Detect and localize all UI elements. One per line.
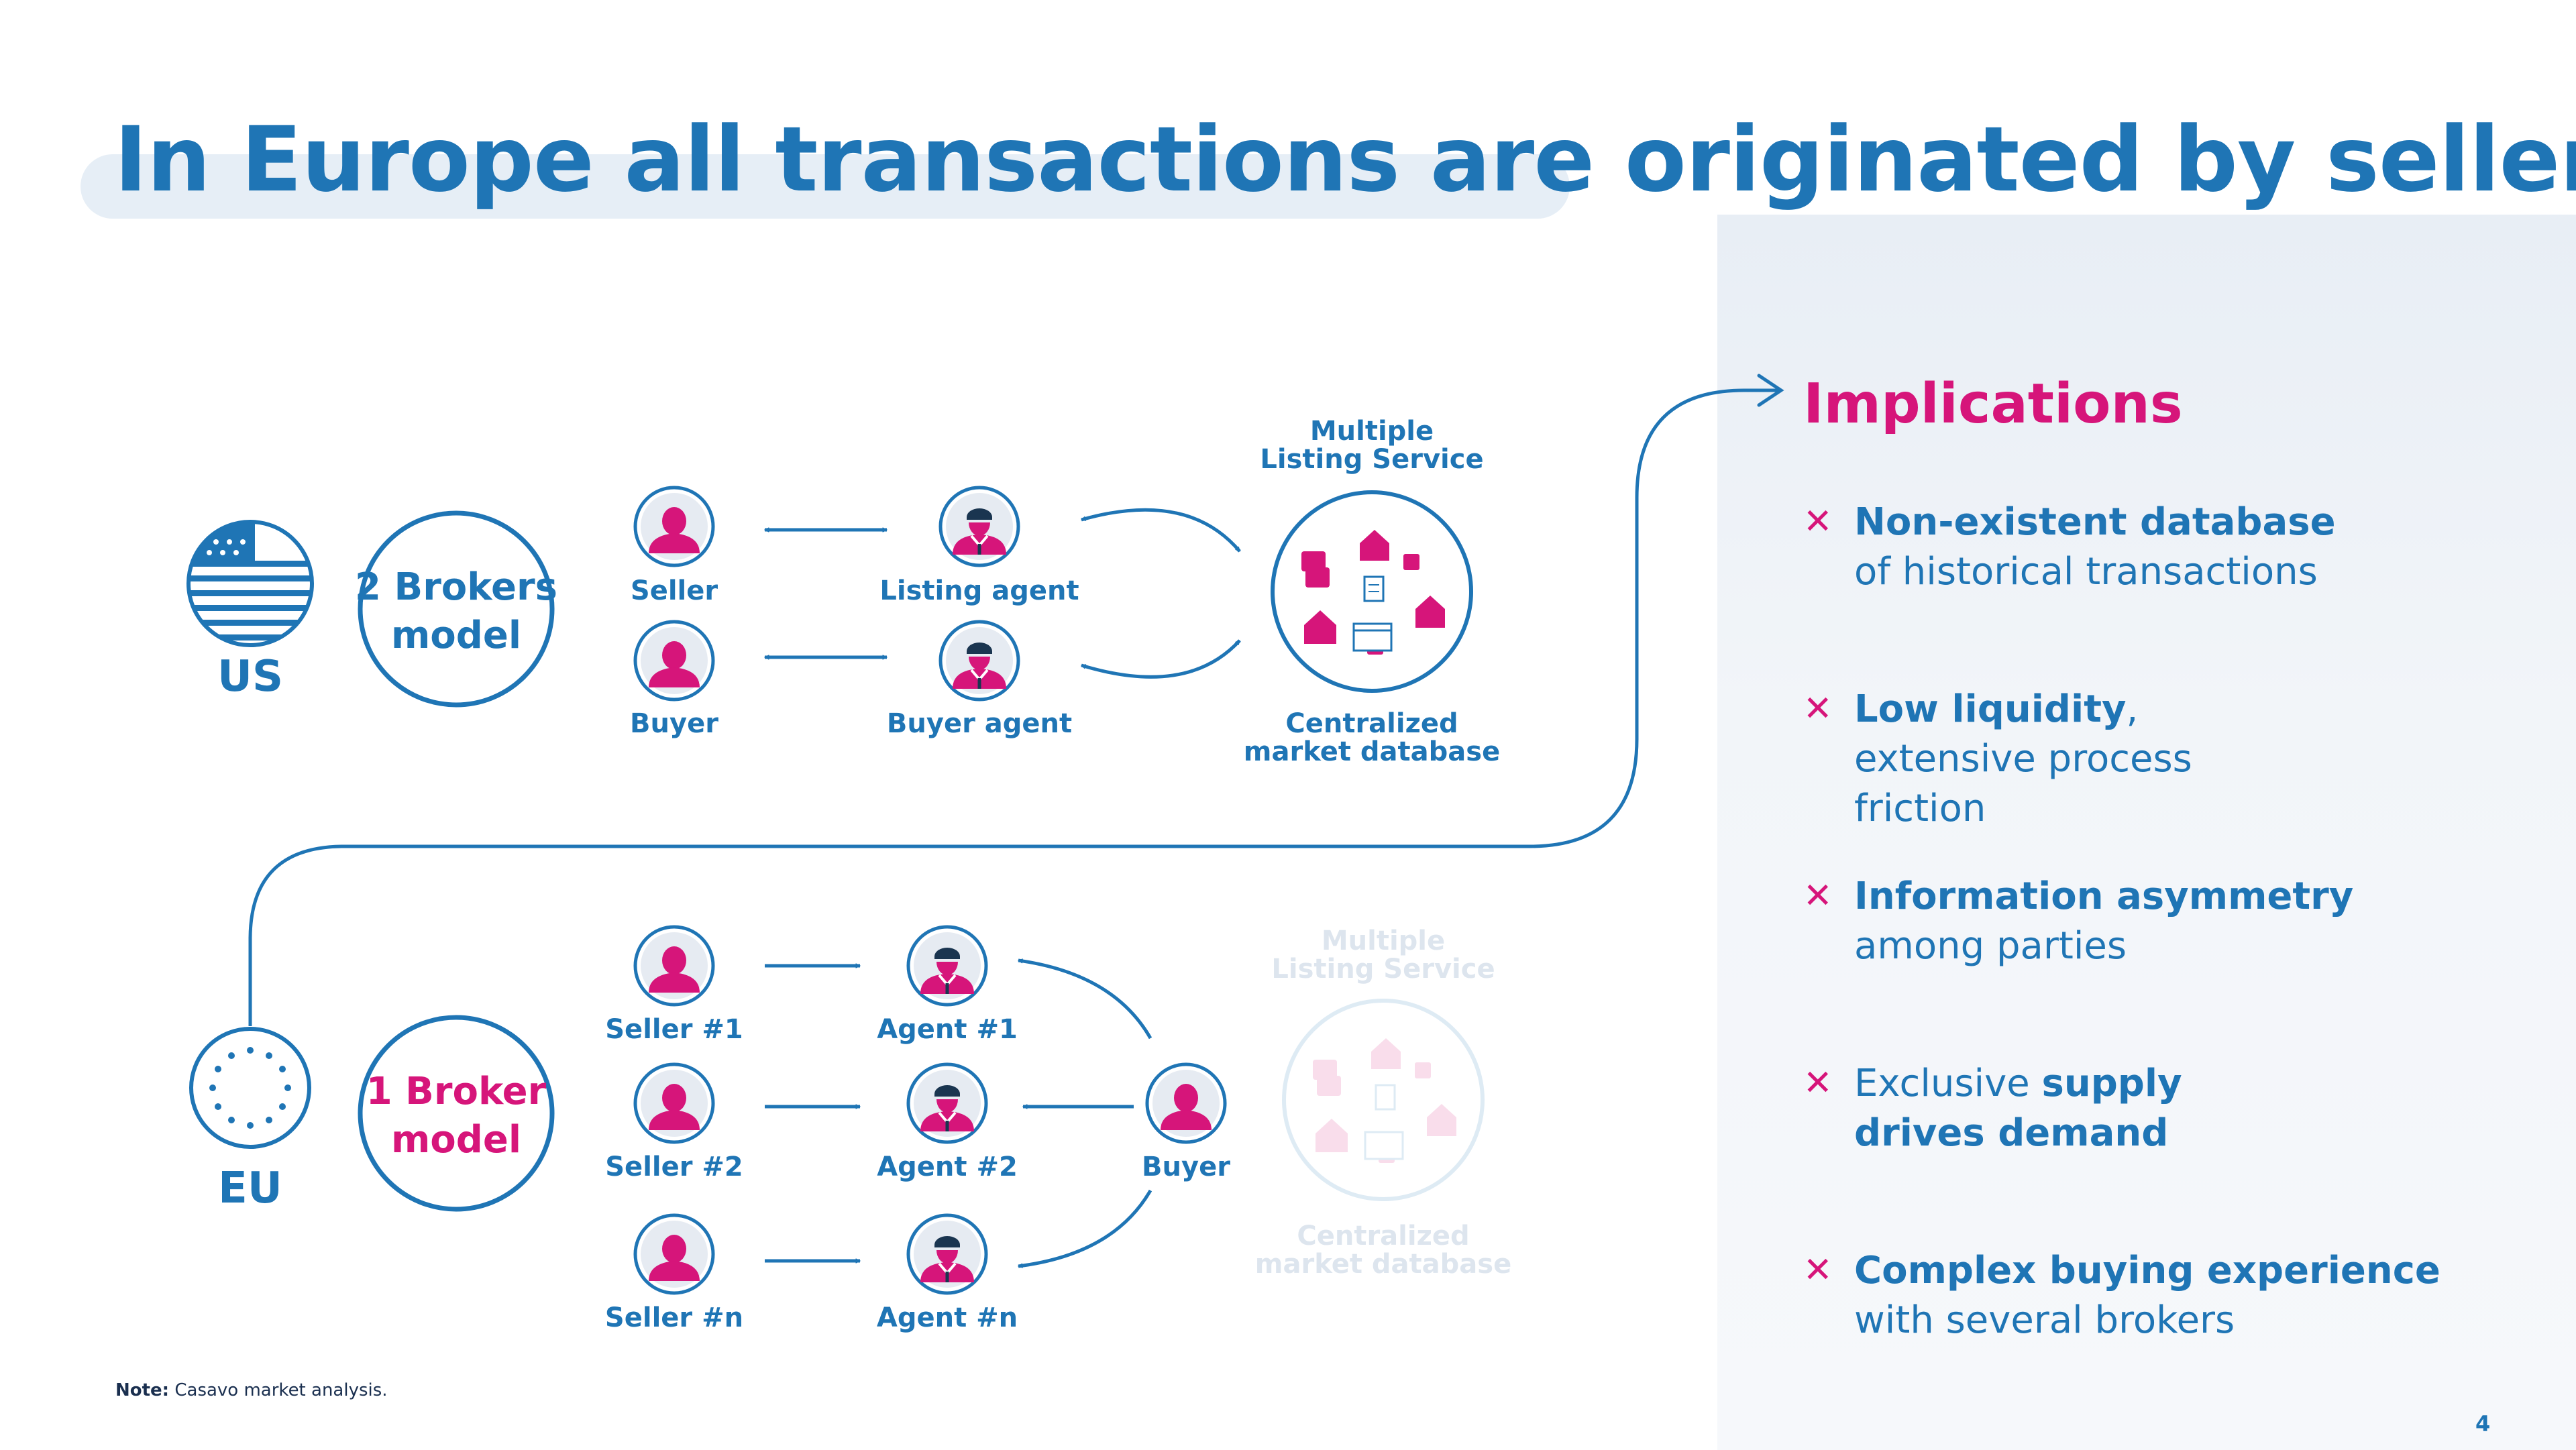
footnote: Note: Casavo market analysis. — [115, 1380, 388, 1400]
implication-text-4: Exclusive supply drives demand — [1854, 1059, 2324, 1158]
us-to-eu-connector — [248, 388, 1781, 1026]
mls-line-1: Multiple — [1309, 416, 1434, 447]
implications-panel — [1717, 215, 2576, 1450]
eu-mls-label: Multiple Listing Service — [1271, 927, 1495, 983]
buyer-agent-1-arrow — [1018, 960, 1152, 1040]
implication-bold-1: Non-existent database — [1854, 500, 2336, 544]
buyer-icon — [635, 622, 713, 700]
implication-text-1: Non-existent database of historical trans… — [1854, 498, 2336, 597]
mls-label: Multiple Listing Service — [1260, 417, 1483, 473]
seller-2-icon — [635, 1064, 713, 1142]
footnote-label: Note: — [115, 1380, 170, 1400]
listing-mls-arrow — [1081, 508, 1241, 553]
implication-rest-2: , extensive process friction — [1854, 687, 2192, 830]
agent-2-label: Agent #2 — [877, 1152, 1018, 1182]
eu-mls-line-2: Listing Service — [1271, 954, 1495, 985]
db-label: Centralized market database — [1244, 710, 1500, 766]
page-number: 4 — [2475, 1411, 2491, 1437]
buyer-agent-label: Buyer agent — [886, 708, 1073, 739]
cross-icon: ✕ — [1803, 502, 1833, 542]
implication-pre-4: Exclusive — [1854, 1062, 2042, 1105]
buyer-label: Buyer — [630, 708, 718, 739]
us-label: US — [217, 652, 284, 702]
eu-label: EU — [218, 1164, 282, 1213]
eu-db-line-2: market database — [1254, 1249, 1512, 1280]
buyer-agent-icon — [941, 622, 1018, 700]
agent-1-icon — [908, 927, 986, 1005]
seller-1-icon — [635, 927, 713, 1005]
seller-2-label: Seller #2 — [605, 1152, 743, 1182]
seller-1-label: Seller #1 — [605, 1014, 743, 1045]
eu-buyer-icon — [1147, 1064, 1225, 1142]
implication-rest-3: among parties — [1854, 924, 2127, 968]
listing-agent-label: Listing agent — [879, 575, 1079, 606]
eu-flag-icon — [189, 1027, 311, 1149]
eu-model-line-1: 1 Broker — [366, 1070, 547, 1113]
implication-text-3: Information asymmetry among parties — [1854, 872, 2353, 971]
implication-bold-2: Low liquidity — [1854, 687, 2127, 731]
listing-agent-icon — [941, 488, 1018, 565]
implication-rest-5: with several brokers — [1854, 1298, 2235, 1342]
db-line-1: Centralized — [1285, 708, 1458, 739]
seller-n-icon — [635, 1215, 713, 1293]
us-model-line-2: model — [390, 614, 522, 657]
cross-icon: ✕ — [1803, 689, 1833, 729]
implication-rest-1: of historical transactions — [1854, 550, 2318, 594]
mls-line-2: Listing Service — [1260, 444, 1484, 475]
seller-label: Seller — [630, 575, 718, 606]
mls-database-icon — [1271, 490, 1473, 693]
footnote-text: Casavo market analysis. — [174, 1380, 388, 1400]
slide-title: In Europe all transactions are originate… — [114, 107, 2576, 212]
implications-title: Implications — [1803, 372, 2183, 436]
eu-model-label: 1 Broker model — [366, 1068, 547, 1164]
cross-icon: ✕ — [1803, 1250, 1833, 1290]
seller-icon — [635, 488, 713, 565]
seller-n-label: Seller #n — [604, 1302, 744, 1333]
title-highlight — [80, 154, 1570, 219]
us-model-line-1: 2 Brokers — [355, 565, 557, 609]
connector-arrowhead — [1757, 374, 1784, 407]
eu-db-line-1: Centralized — [1297, 1221, 1470, 1251]
buyer-agent-n-arrow — [1018, 1189, 1152, 1266]
us-model-label: 2 Brokers model — [355, 563, 557, 660]
agent-1-label: Agent #1 — [877, 1014, 1018, 1045]
agent-n-label: Agent #n — [876, 1302, 1018, 1333]
implication-bold-5: Complex buying experience — [1854, 1249, 2440, 1292]
eu-mls-line-1: Multiple — [1321, 926, 1446, 956]
implication-text-2: Low liquidity, extensive process frictio… — [1854, 685, 2324, 834]
cross-icon: ✕ — [1803, 1063, 1833, 1103]
eu-mls-faded-icon — [1282, 999, 1485, 1201]
implication-bold-4: supply drives demand — [1854, 1062, 2182, 1155]
us-model-circle — [358, 510, 555, 708]
eu-buyer-label: Buyer — [1142, 1152, 1230, 1182]
agent-2-icon — [908, 1064, 986, 1142]
eu-model-circle — [358, 1015, 555, 1212]
agent-n-icon — [908, 1215, 986, 1293]
db-line-2: market database — [1243, 736, 1501, 767]
eu-model-line-2: model — [390, 1118, 522, 1162]
eu-db-label: Centralized market database — [1255, 1222, 1511, 1278]
cross-icon: ✕ — [1803, 876, 1833, 916]
implication-bold-3: Information asymmetry — [1854, 875, 2354, 918]
us-flag-icon — [186, 520, 314, 647]
implication-text-5: Complex buying experience with several br… — [1854, 1246, 2440, 1345]
buyer-agent-mls-arrow — [1081, 639, 1241, 679]
